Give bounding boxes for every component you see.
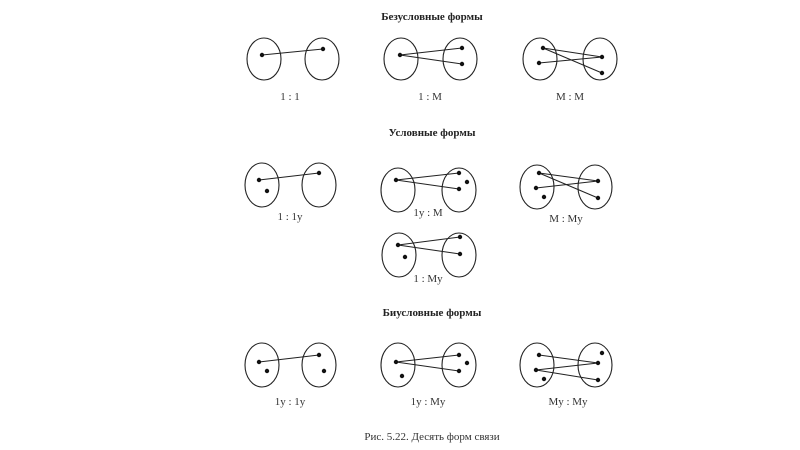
element-dot-1y-1y (316, 352, 322, 358)
link-line-m-m (542, 47, 603, 74)
element-dot-1y-my (399, 373, 405, 379)
element-dot-1-my (457, 234, 463, 240)
element-dot-my-my (599, 350, 605, 356)
set-ellipse-right-1y-m (441, 167, 477, 213)
link-line-1-my (397, 244, 461, 255)
element-dot-my-my (541, 376, 547, 382)
link-line-my-my (535, 369, 599, 381)
figure-caption: Рис. 5.22. Десять форм связи (364, 431, 499, 443)
element-dot-1-m (459, 45, 465, 51)
set-ellipse-right-1-1y (301, 162, 337, 208)
element-dot-m-my (536, 170, 542, 176)
set-ellipse-left-1-1 (246, 37, 282, 81)
link-line-my-my (535, 362, 599, 371)
link-line-1-m (399, 54, 463, 65)
link-line-m-m (538, 56, 603, 64)
label-m-m: M : M (556, 91, 584, 103)
label-1y-m: 1у : M (413, 207, 443, 219)
element-dot-my-my (536, 352, 542, 358)
set-ellipse-right-1y-my (441, 342, 477, 388)
element-dot-1-1y (264, 188, 270, 194)
link-line-1-1 (261, 48, 324, 56)
element-dot-1y-my (456, 352, 462, 358)
element-dot-1y-1y (256, 359, 262, 365)
set-ellipse-left-1-m (383, 37, 419, 81)
element-dot-1y-1y (264, 368, 270, 374)
link-line-1y-1y (258, 354, 320, 363)
element-dot-1-1 (320, 46, 326, 52)
section-title-biconditional: Биусловные формы (383, 307, 482, 319)
link-line-1-my (397, 236, 461, 246)
element-dot-m-m (540, 45, 546, 51)
element-dot-my-my (533, 367, 539, 373)
element-dot-m-my (541, 194, 547, 200)
set-ellipse-left-1y-1y (244, 342, 280, 388)
set-ellipse-right-1y-1y (301, 342, 337, 388)
label-my-my: Mу : Mу (548, 396, 588, 408)
element-dot-1y-my (456, 368, 462, 374)
element-dot-my-my (595, 360, 601, 366)
label-m-my: M : Mу (549, 213, 583, 225)
link-line-m-my (538, 172, 599, 182)
section-title-unconditional: Безусловные формы (381, 11, 483, 23)
link-line-1-1y (258, 172, 320, 181)
label-1-m: 1 : M (418, 91, 442, 103)
set-ellipse-left-1-1y (244, 162, 280, 208)
set-ellipse-left-1y-my (380, 342, 416, 388)
element-dot-1-m (397, 52, 403, 58)
element-dot-1y-1y (321, 368, 327, 374)
link-line-1y-my (395, 354, 460, 363)
link-line-1y-m (395, 179, 460, 190)
element-dot-1y-m (456, 186, 462, 192)
element-dot-1y-my (464, 360, 470, 366)
element-dot-1y-m (464, 179, 470, 185)
set-ellipse-left-1-my (381, 232, 417, 278)
element-dot-m-m (599, 70, 605, 76)
element-dot-my-my (595, 377, 601, 383)
label-1y-1y: 1у : 1у (275, 396, 306, 408)
element-dot-1y-my (393, 359, 399, 365)
element-dot-m-my (595, 178, 601, 184)
set-ellipse-right-m-my (577, 164, 613, 210)
link-line-m-m (542, 47, 603, 58)
link-line-m-my (535, 180, 599, 189)
set-ellipse-left-1y-m (380, 167, 416, 213)
link-line-1y-m (395, 172, 460, 181)
element-dot-1y-m (393, 177, 399, 183)
set-ellipse-right-1-my (441, 232, 477, 278)
label-1y-my: 1у : Mу (411, 396, 446, 408)
label-1-1y: 1 : 1у (277, 211, 303, 223)
element-dot-1y-m (456, 170, 462, 176)
element-dot-1-1y (316, 170, 322, 176)
label-1-1: 1 : 1 (280, 91, 300, 103)
link-line-1-m (399, 47, 463, 56)
section-title-conditional: Условные формы (389, 127, 476, 139)
element-dot-1-my (402, 254, 408, 260)
set-ellipse-left-my-my (519, 342, 555, 388)
link-line-m-my (538, 172, 599, 199)
set-ellipse-right-1-1 (304, 37, 340, 81)
element-dot-m-m (599, 54, 605, 60)
element-dot-1-1y (256, 177, 262, 183)
element-dot-1-my (457, 251, 463, 257)
set-ellipse-left-m-m (522, 37, 558, 81)
link-line-my-my (538, 354, 599, 364)
element-dot-1-my (395, 242, 401, 248)
element-dot-m-my (533, 185, 539, 191)
element-dot-1-1 (259, 52, 265, 58)
element-dot-m-m (536, 60, 542, 66)
label-1-my: 1 : Mу (413, 273, 443, 285)
set-ellipse-right-1-m (442, 37, 478, 81)
link-line-1y-my (395, 361, 460, 372)
element-dot-m-my (595, 195, 601, 201)
element-dot-1-m (459, 61, 465, 67)
set-ellipse-left-m-my (519, 164, 555, 210)
